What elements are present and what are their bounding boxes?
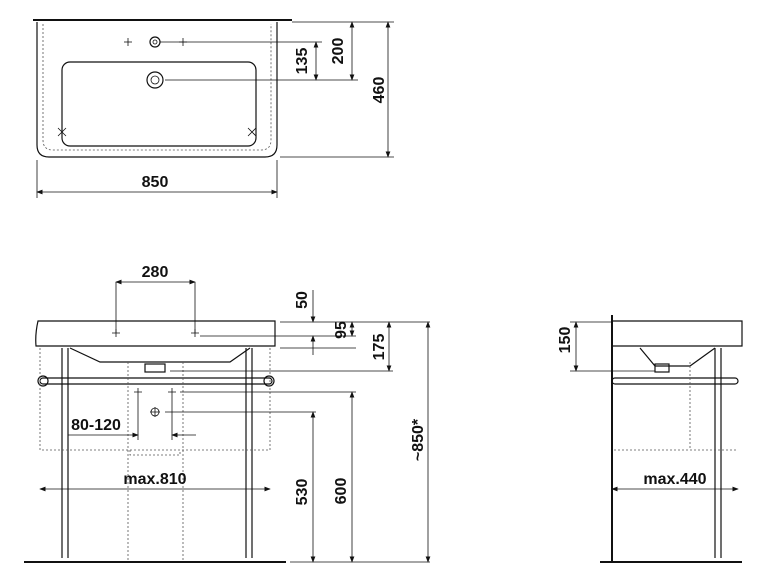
dim-600: 600 [333,478,350,505]
dim-460: 460 [371,77,388,104]
dim-200: 200 [330,38,347,65]
top-view: 135 200 460 850 [33,19,394,198]
dim-50: 50 [294,291,311,309]
dim-max-440: max.440 [643,471,706,488]
towel-rail [39,377,273,385]
side-view: 150 max.440 [557,315,743,563]
dim-95: 95 [333,321,350,339]
dim-150: 150 [557,327,574,354]
dim-280: 280 [142,264,169,281]
dim-80-120: 80-120 [71,417,121,434]
drain-icon [146,71,164,89]
dim-530: 530 [294,479,311,506]
dim-135: 135 [294,48,311,75]
dim-175: 175 [371,334,388,361]
dim-850-total: ~850* [410,418,427,461]
dim-max-810: max.810 [123,471,186,488]
front-view: 280 50 95 175 ~850* 600 530 80-120 max.8… [24,264,431,563]
dim-850: 850 [142,174,169,191]
